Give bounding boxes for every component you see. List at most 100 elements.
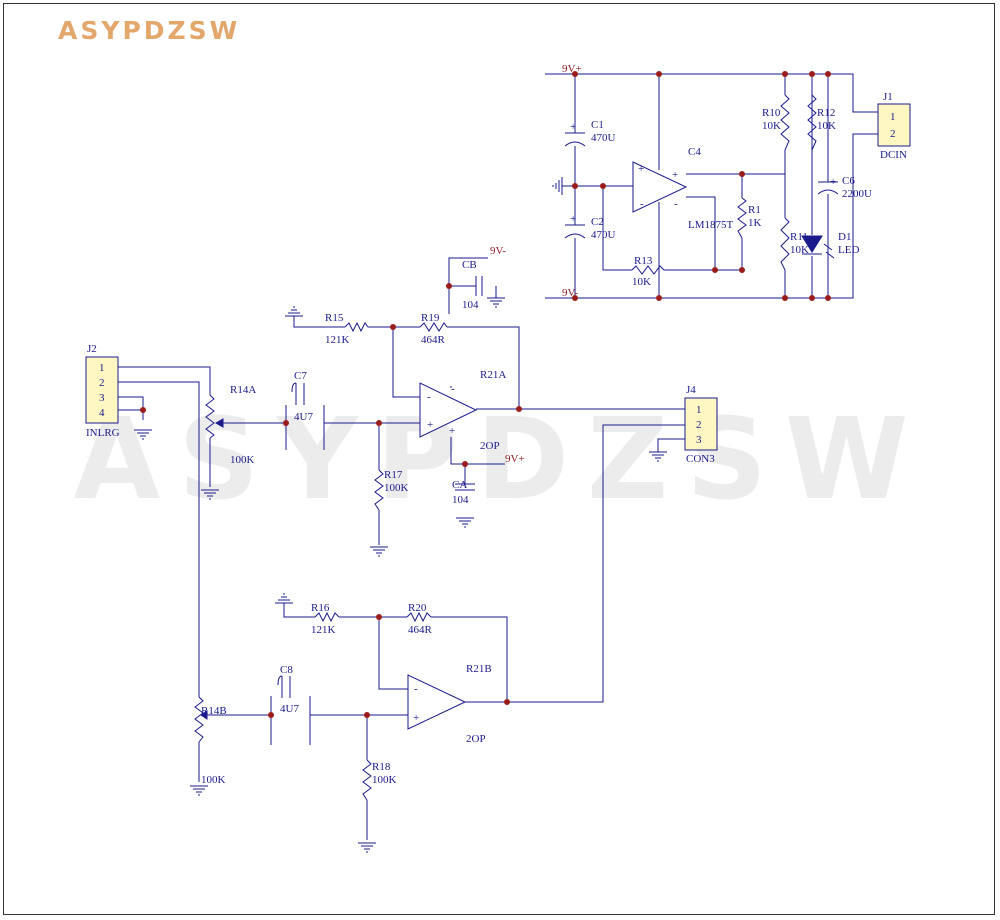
resistor-r12 bbox=[807, 94, 817, 151]
resistor-r11 bbox=[780, 217, 790, 271]
ground-r14a bbox=[200, 489, 220, 500]
cb-ref: CB bbox=[462, 259, 477, 271]
r18-value: 100K bbox=[372, 774, 397, 786]
opamp-r21b bbox=[407, 674, 467, 730]
svg-text:-: - bbox=[427, 391, 431, 403]
r10-value: 10K bbox=[762, 120, 781, 132]
connector-j2 bbox=[85, 356, 119, 424]
r12-ref: R12 bbox=[817, 107, 835, 119]
c8-value: 4U7 bbox=[280, 703, 299, 715]
j1-pin-1: 1 bbox=[890, 111, 896, 123]
r21a-ref: R21A bbox=[480, 369, 506, 381]
ground-j4 bbox=[648, 451, 668, 462]
potentiometer-r14a bbox=[205, 394, 226, 439]
junction-dots bbox=[140, 71, 831, 718]
ground-symbol-power bbox=[552, 177, 563, 195]
svg-text:+: + bbox=[570, 121, 576, 133]
capacitor-c1 bbox=[564, 132, 586, 147]
c7-value: 4U7 bbox=[294, 411, 313, 423]
r11-ref: R11 bbox=[790, 231, 808, 243]
resistor-r17 bbox=[374, 469, 384, 511]
rail-vplus-ca: 9V+ bbox=[505, 453, 525, 465]
c7-ref: C7 bbox=[294, 370, 307, 382]
j4-pin-3: 3 bbox=[696, 434, 702, 446]
capacitor-c2 bbox=[564, 224, 586, 239]
j2-ref: J2 bbox=[87, 343, 97, 355]
c8-ref: C8 bbox=[280, 664, 293, 676]
brand-logo: ASYPDZSW bbox=[58, 16, 241, 45]
svg-text:-: - bbox=[640, 198, 644, 210]
j1-name: DCIN bbox=[880, 149, 907, 161]
ground-r14b bbox=[189, 785, 209, 796]
svg-text:-: - bbox=[674, 198, 678, 210]
j2-pin-4: 4 bbox=[99, 407, 105, 419]
ground-r17 bbox=[369, 546, 389, 557]
c4-ref: C4 bbox=[688, 146, 701, 158]
svg-text:+: + bbox=[830, 176, 836, 188]
r20-ref: R20 bbox=[408, 602, 427, 614]
resistor-r15 bbox=[344, 321, 369, 333]
capacitor-ca bbox=[455, 483, 475, 491]
r14b-value: 100K bbox=[201, 774, 226, 786]
r21a-value: 2OP bbox=[480, 440, 500, 452]
connector-j4 bbox=[684, 397, 718, 451]
svg-text:+: + bbox=[672, 169, 678, 181]
j4-pin-1: 1 bbox=[696, 404, 702, 416]
r14a-ref: R14A bbox=[230, 384, 256, 396]
c6-ref: C6 bbox=[842, 175, 855, 187]
r14a-value: 100K bbox=[230, 454, 255, 466]
r13-value: 10K bbox=[632, 276, 651, 288]
cb-value: 104 bbox=[462, 299, 479, 311]
c1-ref: C1 bbox=[591, 119, 604, 131]
j4-ref: J4 bbox=[686, 384, 696, 396]
svg-text:+: + bbox=[449, 425, 455, 437]
c2-ref: C2 bbox=[591, 216, 604, 228]
opamp-r21a bbox=[419, 382, 478, 438]
watermark: ASYPDZSW bbox=[73, 395, 927, 525]
r17-value: 100K bbox=[384, 482, 409, 494]
r20-value: 464R bbox=[408, 624, 433, 636]
rail-vplus-top: 9V+ bbox=[562, 63, 582, 75]
r15-ref: R15 bbox=[325, 312, 344, 324]
capacitor-c6 bbox=[817, 181, 839, 195]
diode-d1 bbox=[801, 235, 835, 259]
j2-pin-2: 2 bbox=[99, 377, 105, 389]
j4-name: CON3 bbox=[686, 453, 715, 465]
capacitor-c8 bbox=[270, 675, 311, 745]
ground-r15 bbox=[284, 306, 304, 317]
ground-ca bbox=[455, 517, 475, 528]
rail-vminus-cb: 9V- bbox=[490, 245, 506, 257]
capacitor-cb bbox=[475, 276, 483, 296]
ca-ref: CA bbox=[452, 479, 467, 491]
r14b-ref: R14B bbox=[201, 705, 227, 717]
resistor-r10 bbox=[780, 94, 790, 151]
ca-value: 104 bbox=[452, 494, 469, 506]
resistor-r16 bbox=[314, 611, 340, 623]
r13-ref: R13 bbox=[634, 255, 653, 267]
r12-value: 10K bbox=[817, 120, 836, 132]
ground-r16 bbox=[274, 593, 294, 604]
r11-value: 10K bbox=[790, 244, 809, 256]
c2-value: 470U bbox=[591, 229, 616, 241]
r21b-value: 2OP bbox=[466, 733, 486, 745]
svg-text:-: - bbox=[451, 383, 455, 395]
j1-ref: J1 bbox=[883, 91, 893, 103]
potentiometer-r14b bbox=[194, 696, 208, 743]
d1-value: LED bbox=[838, 244, 859, 256]
ground-j2 bbox=[133, 429, 153, 440]
r17-ref: R17 bbox=[384, 469, 403, 481]
svg-text:+: + bbox=[427, 419, 433, 431]
j4-pin-2: 2 bbox=[696, 419, 702, 431]
r1-value: 1K bbox=[748, 217, 762, 229]
r1-ref: R1 bbox=[748, 204, 761, 216]
svg-text:+: + bbox=[413, 712, 419, 724]
r15-value: 121K bbox=[325, 334, 350, 346]
r19-ref: R19 bbox=[421, 312, 440, 324]
svg-text:+: + bbox=[638, 163, 644, 175]
ground-cb bbox=[486, 297, 506, 308]
resistor-r19 bbox=[419, 322, 448, 332]
connector-j1 bbox=[877, 103, 911, 147]
c6-value: 2200U bbox=[842, 188, 872, 200]
svg-text:+: + bbox=[570, 213, 576, 225]
